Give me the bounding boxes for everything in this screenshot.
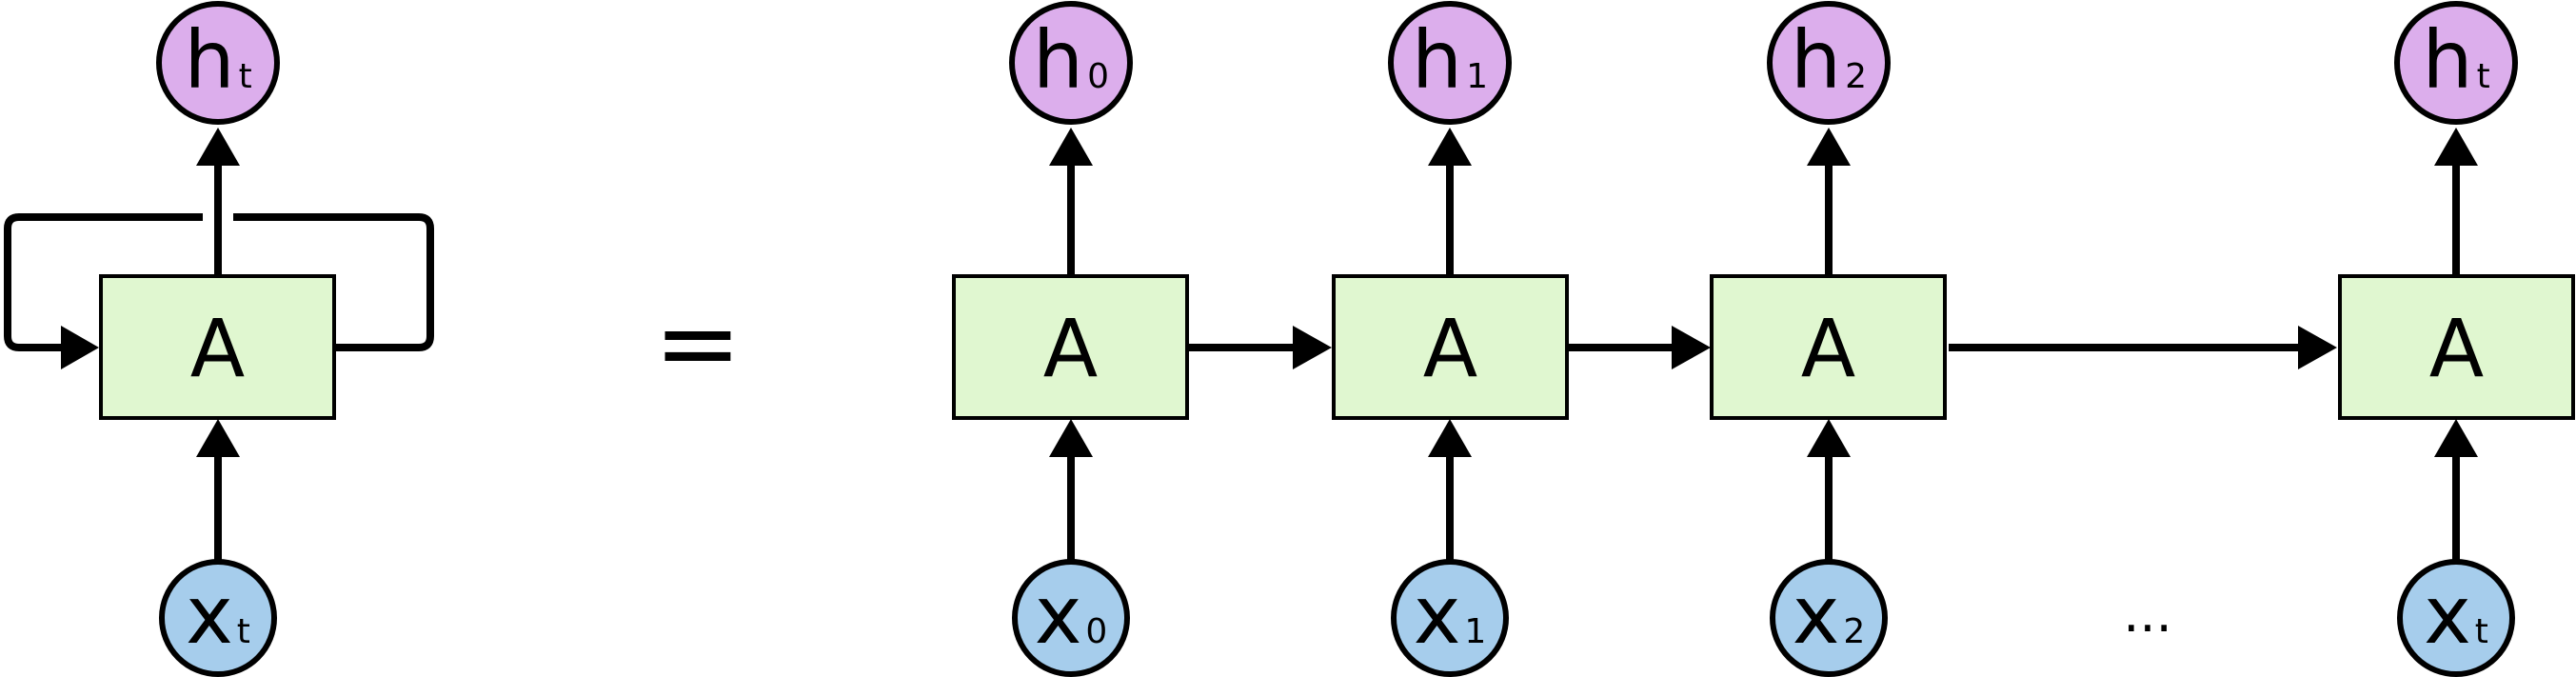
- step-0-output-arrowhead: [1049, 128, 1093, 166]
- step-1-output-node: [1388, 1, 1512, 125]
- recurrent-loop-left: [4, 213, 203, 351]
- rolled-output-subscript: t: [239, 57, 252, 96]
- step-2-input-subscript: 2: [1843, 612, 1865, 651]
- step-1-output-arrowhead: [1428, 128, 1472, 166]
- svg-text:x2: x2: [1793, 568, 1866, 662]
- ellipsis: ...: [2123, 584, 2172, 644]
- step-1-input-arrowhead: [1428, 419, 1472, 457]
- step-t-output-subscript: t: [2477, 57, 2490, 96]
- step-2-input-symbol: x: [1793, 568, 1840, 662]
- rolled-input-subscript: t: [237, 612, 250, 651]
- svg-text:xt: xt: [186, 568, 250, 662]
- step-2-input-arrowhead: [1807, 419, 1851, 457]
- svg-text:ht: ht: [2422, 13, 2489, 107]
- step-0-input-subscript: 0: [1085, 612, 1107, 651]
- svg-text:x0: x0: [1035, 568, 1108, 662]
- step-1-output-symbol: h: [1412, 13, 1462, 107]
- rolled-input-arrowhead: [196, 419, 240, 457]
- step-0-output-node: [1009, 1, 1133, 125]
- recurrent-loop-right: [233, 213, 434, 351]
- step-t-input-symbol: x: [2424, 568, 2471, 662]
- svg-text:h1: h1: [1412, 13, 1488, 107]
- step-1-input-node: [1391, 559, 1509, 677]
- step-2-output-subscript: 2: [1845, 57, 1867, 96]
- step-1-output-subscript: 1: [1466, 57, 1488, 96]
- step-2-output-arrowhead: [1807, 128, 1851, 166]
- rolled-output-symbol: h: [184, 13, 234, 107]
- rolled-output-node: [156, 1, 280, 125]
- chain-link-1-2-arrowhead: [1672, 326, 1711, 369]
- step-2-cell-box: [1710, 274, 1947, 420]
- step-0-output-subscript: 0: [1087, 57, 1109, 96]
- step-t-input-arrowhead: [2434, 419, 2478, 457]
- step-0-cell-box: [952, 274, 1189, 420]
- svg-text:h2: h2: [1791, 13, 1867, 107]
- step-t-cell-label: A: [2429, 302, 2484, 395]
- step-1-input-subscript: 1: [1464, 612, 1486, 651]
- rolled-input-node: [159, 559, 277, 677]
- recurrent-loop-arrowhead: [61, 326, 99, 369]
- equals-sign: =: [654, 282, 742, 404]
- step-t-output-symbol: h: [2422, 13, 2472, 107]
- step-0-cell-label: A: [1043, 302, 1098, 395]
- step-2-output-node: [1767, 1, 1891, 125]
- step-t-output-node: [2394, 1, 2518, 125]
- rolled-cell-label: A: [190, 302, 245, 395]
- rolled-output-arrowhead: [196, 128, 240, 166]
- step-1-cell-box: [1332, 274, 1569, 420]
- rolled-cell-box: [99, 274, 336, 420]
- step-1-cell-label: A: [1423, 302, 1477, 395]
- rolled-input-symbol: x: [186, 568, 233, 662]
- step-1-input-symbol: x: [1414, 568, 1461, 662]
- chain-link-0-1-arrowhead: [1293, 326, 1332, 369]
- svg-text:h0: h0: [1033, 13, 1109, 107]
- svg-text:xt: xt: [2424, 568, 2488, 662]
- step-2-cell-label: A: [1801, 302, 1855, 395]
- step-0-input-symbol: x: [1035, 568, 1082, 662]
- svg-text:ht: ht: [184, 13, 251, 107]
- step-0-input-arrowhead: [1049, 419, 1093, 457]
- chain-link-2-t-arrowhead: [2298, 326, 2337, 369]
- svg-text:x1: x1: [1414, 568, 1487, 662]
- step-t-cell-box: [2338, 274, 2575, 420]
- step-2-input-node: [1770, 559, 1888, 677]
- step-2-output-symbol: h: [1791, 13, 1841, 107]
- step-t-input-subscript: t: [2475, 612, 2488, 651]
- step-0-output-symbol: h: [1033, 13, 1083, 107]
- step-t-output-arrowhead: [2434, 128, 2478, 166]
- step-0-input-node: [1012, 559, 1130, 677]
- step-t-input-node: [2397, 559, 2515, 677]
